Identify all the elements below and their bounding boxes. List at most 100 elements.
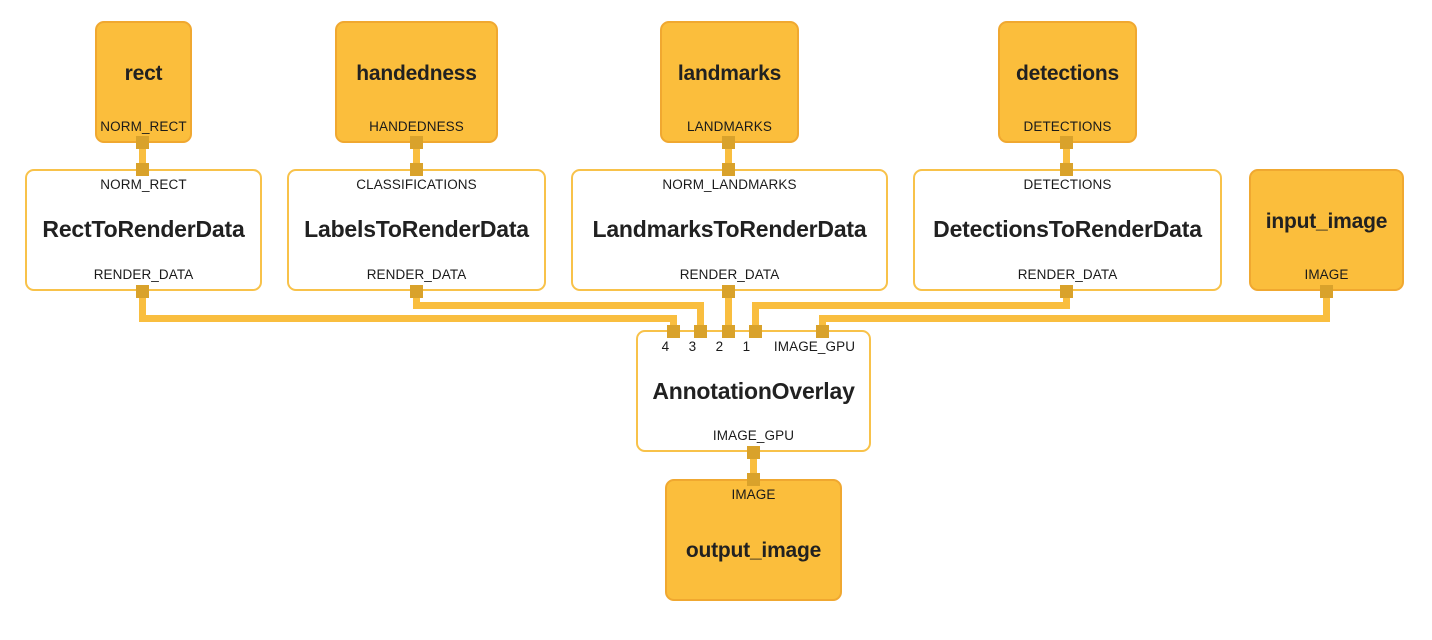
plug-detections-render-out — [1060, 285, 1073, 298]
landmarkstorender-in-ports: NORM_LANDMARKS — [573, 171, 886, 192]
node-title: LandmarksToRenderData — [592, 216, 867, 242]
port-label-out: DETECTIONS — [1023, 119, 1112, 134]
plug-overlay-in-imagegpu — [816, 325, 829, 338]
wire-detections-render-vert — [1063, 287, 1070, 309]
overlay-title-row: AnnotationOverlay — [638, 354, 869, 428]
landmarkstorender-out-ports: RENDER_DATA — [573, 267, 886, 289]
port-label-out: HANDEDNESS — [369, 119, 464, 134]
landmarks-out-ports: LANDMARKS — [662, 119, 797, 141]
plug-landmarks-render-out — [722, 285, 735, 298]
node-detections-to-render-data[interactable]: DETECTIONS DetectionsToRenderData RENDER… — [913, 169, 1222, 291]
wire-detections-render-riser — [752, 302, 759, 337]
wire-detections-to-detectionstorenderdata — [1063, 136, 1070, 176]
plug-detections-in — [1060, 163, 1073, 176]
node-title: handedness — [356, 62, 477, 85]
port-label-out: RENDER_DATA — [93, 267, 194, 282]
plug-rect-render-out — [136, 285, 149, 298]
port-label-in: IMAGE — [731, 487, 776, 502]
node-input-image[interactable]: input_image IMAGE — [1249, 169, 1404, 291]
plug-overlay-in-4 — [667, 325, 680, 338]
detectionstorender-title-row: DetectionsToRenderData — [915, 192, 1220, 267]
plug-overlay-out-imagegpu — [747, 446, 760, 459]
plug-overlay-in-3 — [694, 325, 707, 338]
recttorender-title-row: RectToRenderData — [27, 192, 260, 267]
landmarkstorender-title-row: LandmarksToRenderData — [573, 192, 886, 267]
wire-labels-render-vert — [413, 287, 420, 309]
node-title: landmarks — [677, 62, 782, 85]
recttorender-in-ports: NORM_RECT — [27, 171, 260, 192]
node-labels-to-render-data[interactable]: CLASSIFICATIONS LabelsToRenderData RENDE… — [287, 169, 546, 291]
port-label-in-imagegpu: IMAGE_GPU — [773, 339, 856, 354]
node-detections[interactable]: detections DETECTIONS — [998, 21, 1137, 143]
plug-inputimage-out — [1320, 285, 1333, 298]
node-title: AnnotationOverlay — [652, 377, 855, 404]
plug-handedness-out — [410, 136, 423, 149]
port-label-out: IMAGE_GPU — [712, 428, 795, 443]
outputimage-bottom-spacer — [667, 592, 840, 599]
port-label-in-1: 1 — [742, 339, 751, 354]
plug-overlay-in-1 — [749, 325, 762, 338]
node-landmarks[interactable]: landmarks LANDMARKS — [660, 21, 799, 143]
wire-detections-render-horiz — [752, 302, 1070, 309]
port-label-out: LANDMARKS — [687, 119, 772, 134]
node-title: output_image — [685, 539, 822, 562]
node-title: RectToRenderData — [42, 216, 245, 242]
plug-labels-render-out — [410, 285, 423, 298]
labelstorender-out-ports: RENDER_DATA — [289, 267, 544, 289]
port-label-out: RENDER_DATA — [366, 267, 467, 282]
port-label-in-3: 3 — [688, 339, 697, 354]
inputimage-title-row: input_image — [1251, 177, 1402, 267]
plug-classifications-in — [410, 163, 423, 176]
wire-inputimage-horiz — [819, 315, 1330, 322]
plug-normlandmarks-in — [722, 163, 735, 176]
node-rect[interactable]: rect NORM_RECT — [95, 21, 192, 143]
node-landmarks-to-render-data[interactable]: NORM_LANDMARKS LandmarksToRenderData REN… — [571, 169, 888, 291]
detectionstorender-in-ports: DETECTIONS — [915, 171, 1220, 192]
node-title: DetectionsToRenderData — [933, 216, 1202, 242]
port-label-in: DETECTIONS — [1023, 177, 1112, 192]
port-label-out: RENDER_DATA — [1017, 267, 1118, 282]
plug-detections-out — [1060, 136, 1073, 149]
node-handedness[interactable]: handedness HANDEDNESS — [335, 21, 498, 143]
landmarks-title-row: landmarks — [662, 29, 797, 119]
port-label-out: RENDER_DATA — [679, 267, 780, 282]
wire-labels-render-riser — [697, 302, 704, 337]
port-label-out: NORM_RECT — [100, 119, 187, 134]
labelstorender-title-row: LabelsToRenderData — [289, 192, 544, 267]
wire-inputimage-vert — [1323, 287, 1330, 322]
node-title: detections — [1015, 62, 1120, 85]
overlay-in-ports: 4 3 2 1 IMAGE_GPU — [638, 332, 869, 354]
node-annotation-overlay[interactable]: 4 3 2 1 IMAGE_GPU AnnotationOverlay IMAG… — [636, 330, 871, 452]
recttorender-out-ports: RENDER_DATA — [27, 267, 260, 289]
wire-landmarks-render-vert — [725, 287, 732, 337]
port-label-in-2: 2 — [715, 339, 724, 354]
wire-rect-render-horiz — [139, 315, 677, 322]
node-output-image[interactable]: IMAGE output_image — [665, 479, 842, 601]
overlay-out-ports: IMAGE_GPU — [638, 428, 869, 450]
plug-rect-in — [136, 163, 149, 176]
rect-out-ports: NORM_RECT — [97, 119, 190, 141]
plug-overlay-in-2 — [722, 325, 735, 338]
detections-out-ports: DETECTIONS — [1000, 119, 1135, 141]
wire-rect-to-recttorenderdata — [139, 136, 146, 176]
node-title: input_image — [1265, 210, 1388, 233]
plug-outputimage-in — [747, 473, 760, 486]
port-label-out: IMAGE — [1304, 267, 1349, 282]
node-title: LabelsToRenderData — [304, 216, 529, 242]
port-label-in: CLASSIFICATIONS — [356, 177, 477, 192]
outputimage-in-ports: IMAGE — [667, 481, 840, 502]
node-title: rect — [124, 62, 163, 85]
detections-title-row: detections — [1000, 29, 1135, 119]
plug-landmarks-out — [722, 136, 735, 149]
plug-rect-out — [136, 136, 149, 149]
port-label-in: NORM_RECT — [100, 177, 187, 192]
node-rect-to-render-data[interactable]: NORM_RECT RectToRenderData RENDER_DATA — [25, 169, 262, 291]
labelstorender-in-ports: CLASSIFICATIONS — [289, 171, 544, 192]
wire-handedness-to-labelstorenderdata — [413, 136, 420, 176]
outputimage-title-row: output_image — [667, 531, 840, 563]
port-label-in: NORM_LANDMARKS — [662, 177, 797, 192]
wire-rect-render-vert — [139, 287, 146, 322]
handedness-title-row: handedness — [337, 29, 496, 119]
handedness-out-ports: HANDEDNESS — [337, 119, 496, 141]
